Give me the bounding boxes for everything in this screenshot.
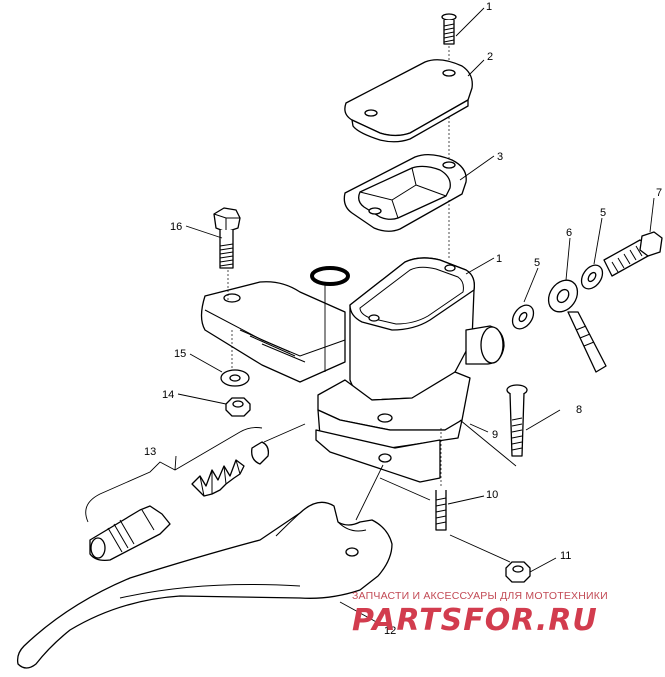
- callout-1: 1: [486, 1, 492, 13]
- watermark-tagline: ЗАПЧАСТИ И АКСЕССУАРЫ ДЛЯ МОТОТЕХНИКИ: [352, 590, 608, 602]
- callout-labels: 1 2 3 1 5 6 5 7 16 15 14 13 8 9 10 11 12: [144, 1, 662, 637]
- callout-16: 16: [170, 221, 182, 233]
- callout-5b: 5: [600, 207, 606, 219]
- diaphragm-icon: [343, 153, 467, 232]
- watermark-brand: PARTSFOR.RU: [352, 603, 598, 638]
- clamp-bolt-icon: [213, 207, 241, 269]
- reservoir-cover-icon: [344, 59, 473, 143]
- nut-icon: [505, 561, 531, 583]
- washer-icon: [511, 264, 604, 330]
- callout-8: 8: [576, 404, 582, 416]
- callout-14: 14: [162, 389, 174, 401]
- screw-icon: [441, 13, 457, 45]
- banjo-bolt-icon: [603, 231, 663, 277]
- banjo-fitting-icon: [547, 279, 607, 373]
- callout-3: 3: [497, 151, 503, 163]
- washer-icon: [220, 369, 250, 387]
- reservoir-body-icon: [200, 257, 505, 483]
- callout-11: 11: [560, 550, 571, 562]
- callout-2: 2: [487, 51, 493, 63]
- callout-9: 9: [492, 429, 498, 441]
- callout-6: 6: [566, 227, 572, 239]
- pivot-bolt-icon: [506, 384, 528, 457]
- callout-4: 1: [496, 253, 502, 265]
- callout-15: 15: [174, 348, 186, 360]
- callout-5a: 5: [534, 257, 540, 269]
- pivot-bolt-icon: [435, 490, 447, 531]
- callout-12: 12: [384, 625, 396, 637]
- nut-icon: [225, 397, 251, 417]
- callout-7: 7: [656, 187, 662, 199]
- brake-lever-icon: [16, 501, 393, 669]
- callout-13: 13: [144, 446, 156, 458]
- piston-assembly-icon: [85, 423, 306, 562]
- o-ring-icon: [310, 266, 350, 286]
- watermark: ЗАПЧАСТИ И АКСЕССУАРЫ ДЛЯ МОТОТЕХНИКИ PA…: [352, 590, 608, 638]
- callout-10: 10: [486, 489, 498, 501]
